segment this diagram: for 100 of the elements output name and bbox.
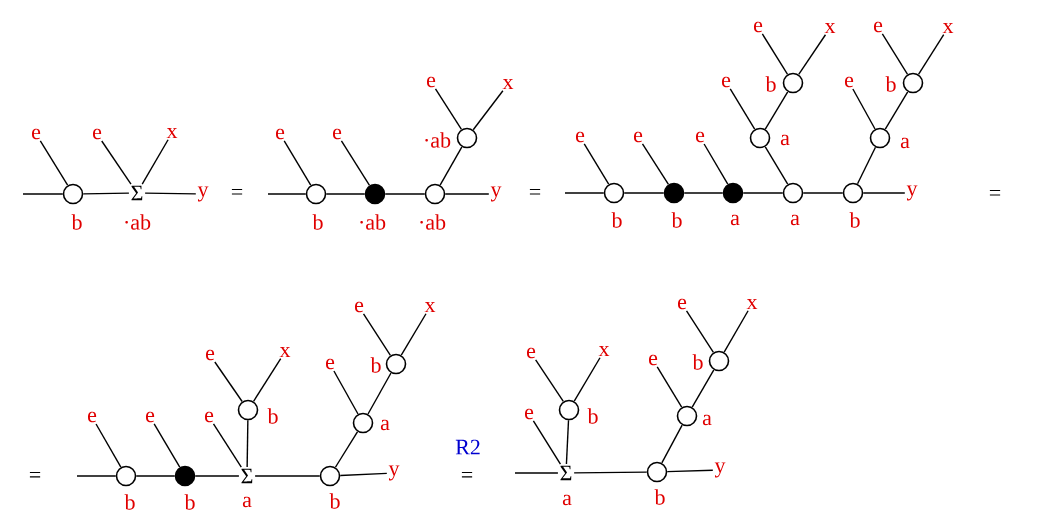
vertex-label: b — [329, 493, 340, 509]
leaf-label: e — [93, 128, 102, 140]
vertex-label: a — [562, 494, 572, 506]
tree-edge — [362, 313, 392, 357]
leaf-label: x — [502, 78, 514, 90]
vertex-circle — [115, 465, 137, 487]
tree-edge — [623, 192, 665, 194]
tree-edge — [703, 143, 729, 185]
leaf-label: e — [754, 21, 763, 33]
vertex-circle — [385, 353, 407, 375]
vertex-circle — [902, 72, 924, 94]
sum-symbol: Σ — [241, 468, 253, 484]
tree-edge — [514, 472, 559, 474]
tree-edge — [367, 372, 392, 415]
tree-edge — [564, 192, 605, 194]
leaf-label: y — [197, 186, 209, 202]
tree-edge — [862, 192, 906, 194]
vertex-label: b — [312, 214, 323, 230]
tree-edge — [153, 423, 181, 468]
vertex-label: a — [702, 414, 712, 426]
tree-edge — [534, 359, 564, 403]
vertex-label: b — [184, 494, 195, 510]
leaf-label: e — [525, 408, 534, 420]
vertex-circle — [676, 405, 698, 427]
tree-edge — [283, 140, 312, 186]
tree-edge — [583, 143, 610, 185]
tree-edge — [532, 420, 562, 465]
tree-edge — [325, 193, 366, 195]
tree-edge — [666, 469, 714, 473]
vertex-circle — [842, 182, 864, 204]
tree-edge — [656, 366, 683, 408]
vertex-label: b — [124, 494, 135, 510]
equals-sign: = — [989, 189, 1001, 196]
tree-edge — [661, 424, 683, 464]
leaf-label: x — [279, 346, 291, 358]
vertex-label: b — [765, 76, 776, 92]
tree-edge — [267, 193, 307, 195]
equals-sign: = — [461, 471, 473, 478]
vertex-label: a — [730, 214, 740, 226]
leaf-label: e — [88, 411, 97, 423]
vertex-circle — [708, 350, 730, 372]
filled-vertex-dot — [364, 183, 386, 205]
vertex-label: ·ab — [425, 132, 451, 148]
tree-edge — [884, 91, 909, 130]
vertex-circle — [646, 461, 668, 483]
tree-edge — [334, 431, 359, 468]
leaf-label: e — [355, 301, 364, 313]
tree-edge — [742, 192, 784, 194]
tree-edge — [434, 88, 463, 131]
leaf-label: e — [527, 347, 536, 359]
tree-edge — [761, 33, 789, 75]
tree-edge — [881, 33, 909, 75]
leaf-label: e — [276, 128, 285, 140]
tree-edge — [573, 357, 601, 402]
leaf-label: e — [722, 76, 731, 88]
tree-edge — [573, 471, 648, 474]
equals-sign: = — [231, 188, 243, 195]
tree-edge — [95, 423, 122, 468]
tree-edge — [802, 192, 844, 194]
tree-edge — [764, 91, 789, 130]
tree-edge — [685, 310, 715, 354]
filled-vertex-dot — [663, 182, 685, 204]
tree-edge — [340, 140, 371, 186]
leaf-label: e — [326, 358, 335, 370]
vertex-label: b — [611, 212, 622, 228]
leaf-label: x — [424, 301, 436, 313]
tree-edge — [82, 192, 130, 195]
tree-edge — [212, 423, 242, 468]
vertex-circle — [352, 412, 374, 434]
vertex-label: a — [790, 214, 800, 226]
vertex-circle — [62, 183, 84, 205]
vertex-label: b — [654, 489, 665, 505]
tree-edge — [194, 475, 240, 477]
tree-edge — [565, 419, 570, 465]
leaf-label: y — [490, 186, 502, 202]
leaf-label: e — [696, 131, 705, 143]
leaf-label: e — [576, 131, 585, 143]
tree-edge — [764, 146, 789, 185]
equals-sign: = — [29, 471, 41, 478]
leaf-label: y — [388, 465, 400, 481]
leaf-label: e — [427, 76, 436, 88]
tree-edge — [246, 419, 249, 468]
vertex-circle — [558, 399, 580, 421]
vertex-circle — [782, 182, 804, 204]
vertex-label: b — [587, 408, 598, 424]
vertex-label: a — [242, 496, 252, 508]
tree-edge — [400, 313, 427, 356]
tree-edge — [444, 193, 490, 195]
sum-symbol: Σ — [131, 185, 143, 201]
vertex-circle — [782, 72, 804, 94]
vertex-circle — [869, 127, 891, 149]
tree-edge — [852, 88, 876, 130]
leaf-label: x — [942, 22, 954, 34]
vertex-circle — [749, 127, 771, 149]
tree-edge — [39, 140, 69, 186]
tree-edge — [141, 139, 169, 185]
leaf-label: e — [634, 131, 643, 143]
vertex-label: a — [900, 137, 910, 149]
tree-edge — [729, 88, 756, 130]
tree-edge — [691, 369, 715, 408]
